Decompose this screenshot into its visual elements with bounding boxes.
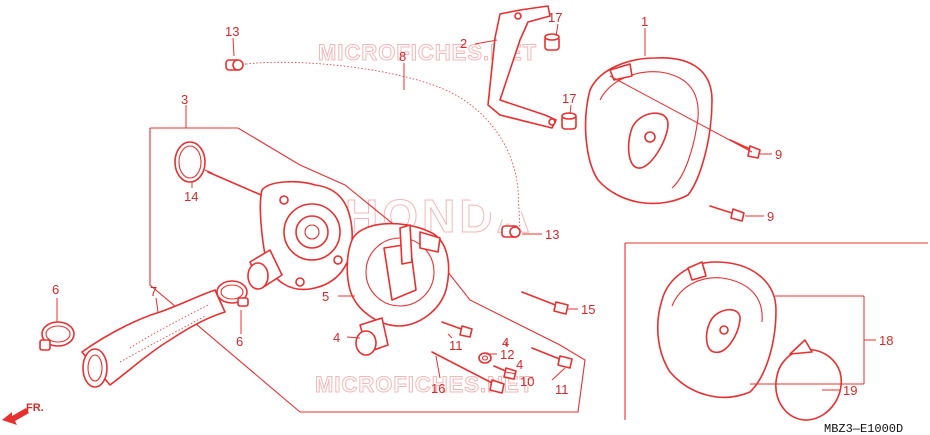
bolt-16 <box>431 351 505 394</box>
clamp-6-center <box>216 280 249 307</box>
callout-3: 3 <box>181 92 188 107</box>
callout-17-lower: 17 <box>562 91 576 106</box>
callout-11-lower: 11 <box>555 382 569 397</box>
callout-18: 18 <box>879 333 893 348</box>
hose-8 <box>245 60 522 231</box>
collar-17-lower <box>561 112 577 130</box>
callout-1: 1 <box>641 14 648 29</box>
direction-label: FR. <box>26 402 44 414</box>
cap-19 <box>775 339 843 421</box>
callout-9-lower: 9 <box>767 209 774 224</box>
cover-1 <box>584 57 713 205</box>
cover-18 <box>657 261 777 399</box>
bolt-11-lower <box>531 347 573 369</box>
pump-housing <box>247 180 353 291</box>
o-ring-14 <box>174 141 206 183</box>
bracket-2 <box>487 5 557 129</box>
callout-5: 5 <box>322 289 329 304</box>
pump-shaft <box>204 169 269 199</box>
callout-12: 12 <box>500 347 514 362</box>
pump-cover-5 <box>346 222 450 356</box>
callout-13-top: 13 <box>225 24 239 39</box>
bolt-9-lower <box>709 205 745 222</box>
callout-13-lower: 13 <box>545 227 559 242</box>
callout-4-right: 4 <box>502 335 509 350</box>
callout-15: 15 <box>581 302 595 317</box>
assembly-boundary <box>149 127 586 413</box>
callout-2: 2 <box>460 36 467 51</box>
bolt-11-upper <box>441 321 473 338</box>
callout-7: 7 <box>150 284 157 299</box>
bolt-15 <box>521 291 569 315</box>
clamp-6-left <box>39 321 75 351</box>
hose-7 <box>81 289 226 388</box>
callout-17-top: 17 <box>548 10 562 25</box>
callout-16: 16 <box>431 381 445 396</box>
clamp-13-top <box>225 59 244 71</box>
front-direction-arrow: FR. <box>2 402 44 425</box>
leader-lines <box>56 23 876 391</box>
callout-10: 10 <box>520 374 534 389</box>
callout-6-center: 6 <box>236 334 243 349</box>
bolt-10 <box>493 365 517 380</box>
callout-19: 19 <box>843 383 857 398</box>
collar-17-top <box>544 33 560 51</box>
washer-12 <box>478 352 492 364</box>
callout-4-lower: 4 <box>516 357 523 372</box>
clamp-13-lower <box>501 225 521 238</box>
callout-9-upper: 9 <box>775 147 782 162</box>
callout-8: 8 <box>399 49 406 64</box>
callout-6-left: 6 <box>52 282 59 297</box>
callout-14: 14 <box>184 189 198 204</box>
callout-4-left: 4 <box>333 330 340 345</box>
diagram-code: MBZ3—E1000D <box>824 422 903 435</box>
callout-11-upper: 11 <box>449 338 463 353</box>
